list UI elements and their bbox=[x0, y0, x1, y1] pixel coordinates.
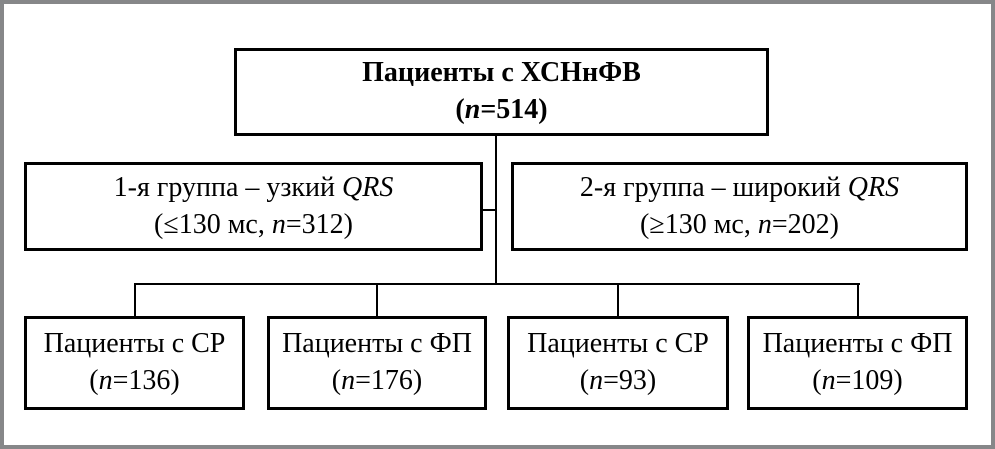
root-count: (n=514) bbox=[455, 92, 547, 129]
subgroup4-count-suffix: =109) bbox=[835, 365, 903, 396]
group1-detail: (≤130 мс, n=312) bbox=[154, 207, 353, 244]
subgroup2-count-n: n bbox=[341, 365, 356, 396]
subgroup2-title: Пациенты с ФП bbox=[282, 328, 472, 360]
subgroup2-count-suffix: =176) bbox=[355, 365, 423, 396]
group1-box: 1-я группа – узкий QRS (≤130 мс, n=312) bbox=[24, 162, 483, 251]
subgroup1-count-n: n bbox=[98, 365, 113, 396]
connector-drop-1 bbox=[134, 284, 136, 317]
subgroup2-count: (n=176) bbox=[332, 363, 422, 400]
connector-drop-3 bbox=[617, 284, 619, 317]
subgroup1-box: Пациенты с СР (n=136) bbox=[24, 316, 245, 410]
subgroup3-title: Пациенты с СР bbox=[527, 328, 709, 360]
subgroup3-count-suffix: =93) bbox=[603, 365, 657, 396]
connector-root-stem bbox=[495, 136, 497, 284]
subgroup4-count-prefix: ( bbox=[812, 365, 822, 396]
group1-title-text: 1-я группа – узкий bbox=[113, 171, 343, 203]
group1-title: 1-я группа – узкий QRS bbox=[114, 170, 394, 207]
subgroup3-count-prefix: ( bbox=[579, 365, 590, 396]
group2-title-text: 2-я группа – широкий bbox=[579, 171, 848, 203]
root-title: Пациенты с ХСНнФВ bbox=[362, 57, 641, 89]
subgroup4-count: (n=109) bbox=[812, 363, 902, 400]
subgroup4-box: Пациенты с ФП (n=109) bbox=[747, 316, 968, 410]
root-count-suffix: =514) bbox=[480, 94, 548, 125]
group2-box: 2-я группа – широкий QRS (≥130 мс, n=202… bbox=[511, 162, 968, 251]
root-box: Пациенты с ХСНнФВ (n=514) bbox=[234, 48, 769, 136]
subgroup1-title: Пациенты с СР bbox=[43, 328, 226, 360]
subgroup3-count: (n=93) bbox=[580, 363, 656, 400]
subgroup4-title: Пациенты с ФП bbox=[762, 328, 953, 360]
group1-detail-n: n bbox=[271, 208, 286, 240]
connector-children-rail bbox=[134, 283, 860, 285]
subgroup3-box: Пациенты с СР (n=93) bbox=[507, 316, 729, 410]
group1-detail-text: (≤130 мс, bbox=[154, 208, 272, 240]
connector-group1-stub bbox=[482, 209, 496, 211]
group1-title-qrs: QRS bbox=[342, 171, 394, 203]
group2-detail-suffix: =202) bbox=[771, 208, 839, 240]
root-count-prefix: ( bbox=[455, 94, 465, 125]
subgroup2-box: Пациенты с ФП (n=176) bbox=[267, 316, 487, 410]
root-count-n: n bbox=[464, 94, 481, 125]
subgroup2-count-prefix: ( bbox=[331, 365, 342, 396]
group2-title-qrs: QRS bbox=[847, 171, 900, 203]
group2-title: 2-я группа – широкий QRS bbox=[580, 170, 899, 207]
group1-detail-suffix: =312) bbox=[285, 208, 353, 240]
subgroup4-count-n: n bbox=[821, 365, 836, 396]
group2-detail-text: (≥130 мс, bbox=[640, 208, 758, 240]
connector-drop-2 bbox=[376, 284, 378, 317]
subgroup1-count-suffix: =136) bbox=[112, 365, 180, 396]
group2-detail-n: n bbox=[757, 208, 772, 240]
group2-detail: (≥130 мс, n=202) bbox=[640, 207, 839, 244]
subgroup1-count: (n=136) bbox=[89, 363, 179, 400]
subgroup3-count-n: n bbox=[589, 365, 604, 396]
connector-drop-4 bbox=[857, 284, 859, 317]
subgroup1-count-prefix: ( bbox=[89, 365, 99, 396]
